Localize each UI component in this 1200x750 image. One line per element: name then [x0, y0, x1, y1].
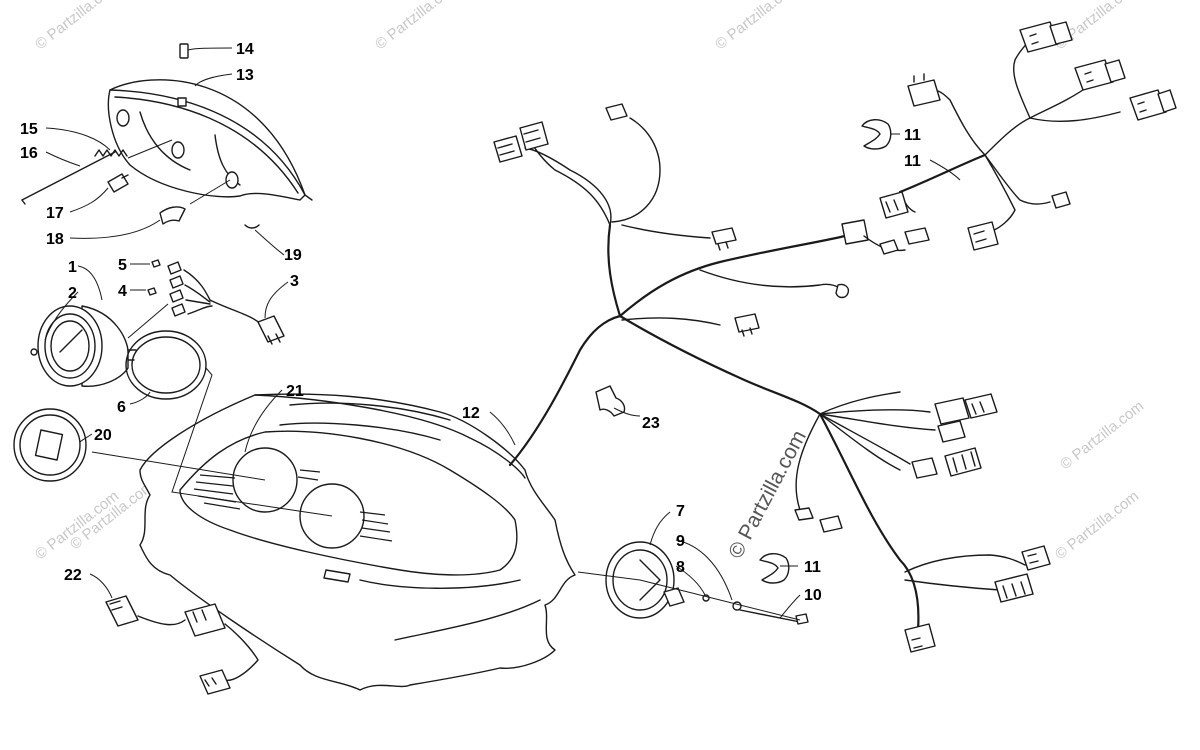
- callout-11-upper: 11: [904, 127, 921, 144]
- callout-7: 7: [676, 503, 685, 520]
- callout-13: 12: [462, 405, 480, 422]
- gauge-lens-cover: [13, 408, 87, 482]
- leader-lines: [44, 47, 961, 619]
- watermark-text: © Partzilla.com: [712, 0, 802, 53]
- callout-10: 10: [804, 587, 822, 604]
- watermark-text: © Partzilla.com: [32, 0, 122, 53]
- indicator-light-assembly: [577, 541, 809, 625]
- headlight-assembly: [21, 43, 313, 229]
- instrument-pod: [91, 367, 576, 691]
- callout-23: 22: [64, 567, 82, 584]
- callout-8: 8: [676, 559, 685, 576]
- callout-24: 23: [642, 415, 660, 432]
- watermark-text: © Partzilla.com: [1052, 488, 1142, 564]
- callout-9: 9: [676, 533, 685, 550]
- callout-16: 15: [20, 121, 38, 138]
- main-wiring-harness: [493, 103, 1051, 653]
- watermark-text: © Partzilla.com: [1057, 398, 1147, 474]
- harness-clip: [595, 385, 626, 417]
- watermark-text: © Partzilla.com: [372, 0, 462, 53]
- switch-assembly: [105, 595, 259, 695]
- wire-clamp: [759, 119, 892, 584]
- secondary-wiring-harness: [879, 21, 1177, 251]
- gauge-bezel-ring: [125, 330, 207, 400]
- callout-6: 6: [117, 399, 126, 416]
- callout-19: 18: [46, 231, 64, 248]
- callout-5: 5: [118, 257, 127, 274]
- watermark-main: © Partzilla.com: [724, 427, 811, 563]
- callout-4: 4: [118, 283, 127, 300]
- callout-1: 1: [68, 259, 77, 276]
- callout-17: 16: [20, 145, 38, 162]
- callout-12: 11: [904, 153, 921, 170]
- callout-14: 13: [236, 67, 254, 84]
- speedometer-gauge: [30, 259, 285, 387]
- callout-22: 21: [286, 383, 304, 400]
- callout-labels: 14 13 15 16 17 18 19 5 1 3 4 2 21 6 12 2…: [20, 41, 921, 604]
- callout-15: 14: [236, 41, 254, 58]
- callout-20: 19: [284, 247, 302, 264]
- callout-11-lower: 11: [804, 559, 821, 576]
- callout-18: 17: [46, 205, 64, 222]
- callout-21: 20: [94, 427, 112, 444]
- callout-2: 2: [68, 285, 77, 302]
- callout-3: 3: [290, 273, 299, 290]
